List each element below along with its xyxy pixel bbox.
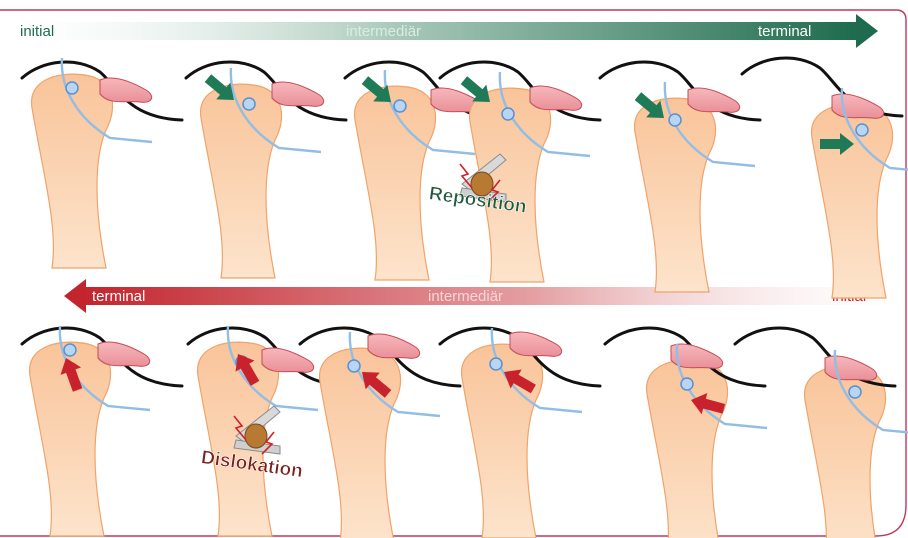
top-panel-2	[186, 62, 346, 278]
top-panel-1	[22, 58, 182, 268]
top-label-terminal: terminal	[758, 23, 811, 40]
bottom-panel-1	[22, 326, 182, 536]
bottom-panel-3	[300, 328, 460, 538]
condyle	[201, 84, 282, 278]
pivot-point	[669, 114, 681, 126]
articular-disc	[262, 348, 314, 372]
articular-disc	[100, 78, 152, 102]
articular-disc	[510, 332, 562, 356]
condyle	[32, 74, 113, 268]
articular-disc	[688, 88, 740, 112]
pivot-point	[849, 386, 861, 398]
pivot-point	[681, 378, 693, 390]
pivot-point	[243, 98, 255, 110]
bottom-panel-6	[735, 328, 908, 538]
top-progress-arrow	[14, 14, 878, 48]
pivot-point	[66, 82, 78, 94]
pivot-point	[490, 358, 502, 370]
articular-disc	[530, 86, 582, 110]
top-panel-5	[600, 62, 760, 292]
articular-disc	[272, 82, 324, 106]
bottom-panel-4	[440, 328, 600, 538]
walnut-icon	[245, 424, 267, 448]
condyle	[635, 98, 716, 292]
pivot-point	[64, 344, 76, 356]
bottom-label-intermediate: intermediär	[428, 288, 503, 305]
pivot-point	[856, 124, 868, 136]
bottom-panel-5	[605, 328, 767, 538]
condyle	[355, 86, 436, 280]
top-label-initial: initial	[20, 23, 54, 40]
condyle	[462, 344, 543, 538]
top-panel-6	[742, 58, 908, 298]
pivot-point	[394, 100, 406, 112]
articular-disc	[98, 342, 150, 366]
articular-disc	[832, 94, 884, 118]
bottom-label-terminal: terminal	[92, 288, 145, 305]
condyle	[812, 104, 893, 298]
pivot-point	[502, 108, 514, 120]
pivot-point	[348, 360, 360, 372]
articular-disc	[825, 356, 877, 380]
top-label-intermediate: intermediär	[346, 23, 421, 40]
articular-disc	[368, 334, 420, 358]
bottom-panel-2	[188, 326, 348, 536]
